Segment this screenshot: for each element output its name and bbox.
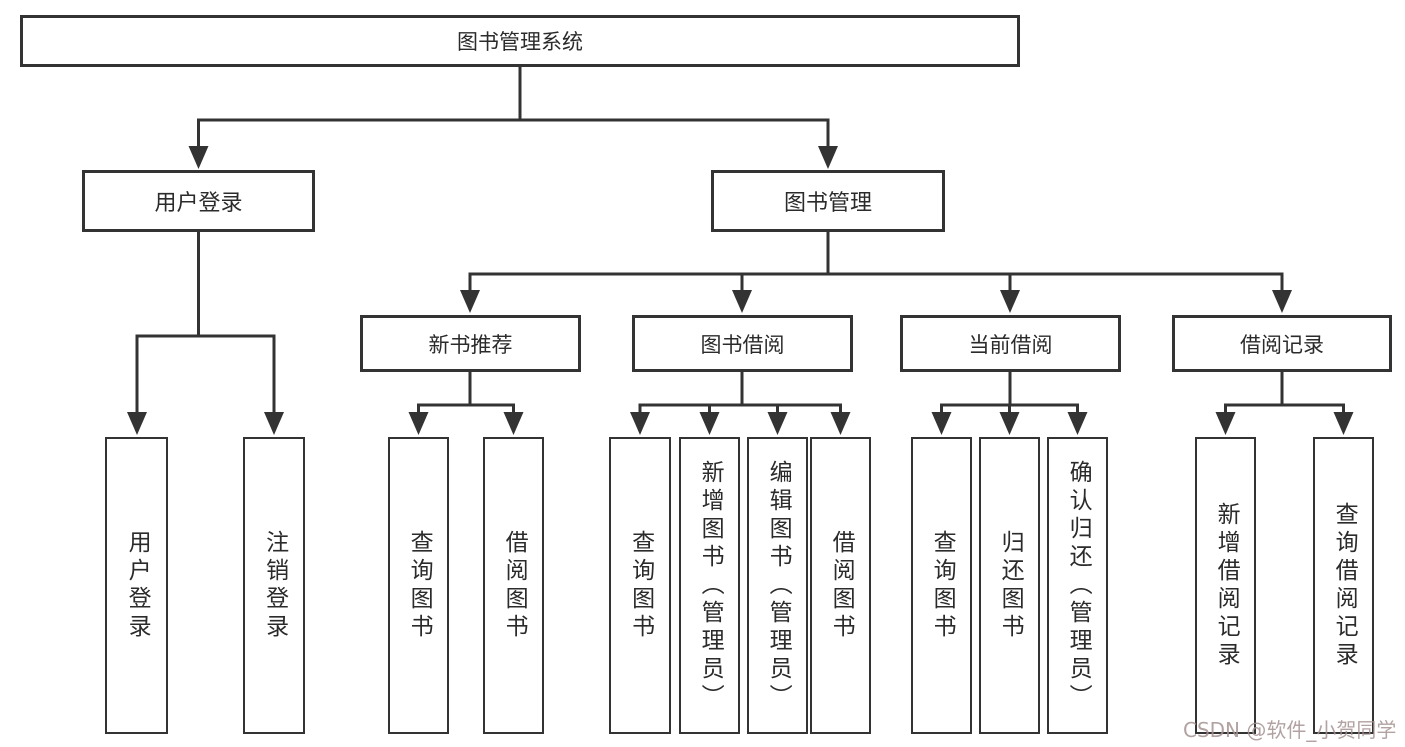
node-label: 图书借阅 xyxy=(700,332,785,357)
node-label: 当前借阅 xyxy=(968,332,1053,357)
node-label: 查询图书 xyxy=(406,529,433,642)
leaf-query-books-2: 查询图书 xyxy=(609,437,671,734)
node-label: 查询图书 xyxy=(627,529,654,642)
node-label: 新增图书（管理员） xyxy=(697,459,724,712)
leaf-add-books-admin: 新增图书（管理员） xyxy=(679,437,740,734)
node-label: 用户登录 xyxy=(154,191,243,216)
node-label: 新书推荐 xyxy=(428,332,513,357)
leaf-query-borrow-record: 查询借阅记录 xyxy=(1313,437,1374,734)
node-label: 用户登录 xyxy=(124,529,151,642)
leaf-query-books-3: 查询图书 xyxy=(911,437,972,734)
leaf-borrow-books-1: 借阅图书 xyxy=(483,437,544,734)
node-label: 新增借阅记录 xyxy=(1213,501,1240,670)
node-user-login: 用户登录 xyxy=(82,170,315,232)
node-borrow-records: 借阅记录 xyxy=(1172,315,1392,372)
node-book-borrow: 图书借阅 xyxy=(632,315,853,372)
node-label: 注销登录 xyxy=(261,529,288,642)
node-label: 编辑图书（管理员） xyxy=(765,459,792,712)
connector-currentborrow-to-leaves xyxy=(940,370,1079,414)
leaf-return-books: 归还图书 xyxy=(979,437,1040,734)
connector-bookmgmt-to-level3 xyxy=(468,230,1284,293)
leaf-borrow-books-2: 借阅图书 xyxy=(810,437,871,734)
node-current-borrow: 当前借阅 xyxy=(900,315,1121,372)
node-label: 图书管理系统 xyxy=(457,30,583,54)
connector-bookborrow-to-leaves xyxy=(638,370,842,414)
node-label: 图书管理 xyxy=(783,191,872,216)
leaf-add-borrow-record: 新增借阅记录 xyxy=(1195,437,1256,734)
connector-root-to-level2 xyxy=(197,65,830,148)
node-label: 借阅记录 xyxy=(1240,332,1324,357)
node-label: 借阅图书 xyxy=(501,529,528,642)
leaf-query-books-1: 查询图书 xyxy=(388,437,449,734)
leaf-edit-books-admin: 编辑图书（管理员） xyxy=(747,437,808,734)
leaf-confirm-return-admin: 确认归还（管理员） xyxy=(1047,437,1108,734)
leaf-user-login: 用户登录 xyxy=(105,437,168,734)
connector-userlogin-to-leaves xyxy=(135,230,276,414)
node-label: 查询图书 xyxy=(929,529,956,642)
csdn-watermark: CSDN @软件_小贺同学 xyxy=(1183,718,1397,742)
node-new-book-recommend: 新书推荐 xyxy=(360,315,581,372)
node-label: 借阅图书 xyxy=(828,529,855,642)
connector-borrowrecords-to-leaves xyxy=(1224,370,1345,414)
node-label: 确认归还（管理员） xyxy=(1065,459,1092,712)
node-label: 归还图书 xyxy=(997,529,1024,642)
node-book-management: 图书管理 xyxy=(711,170,945,232)
node-label: 查询借阅记录 xyxy=(1331,501,1358,670)
node-library-management-system: 图书管理系统 xyxy=(20,15,1020,67)
connector-newbooks-to-leaves xyxy=(417,370,515,414)
leaf-logout: 注销登录 xyxy=(243,437,305,734)
